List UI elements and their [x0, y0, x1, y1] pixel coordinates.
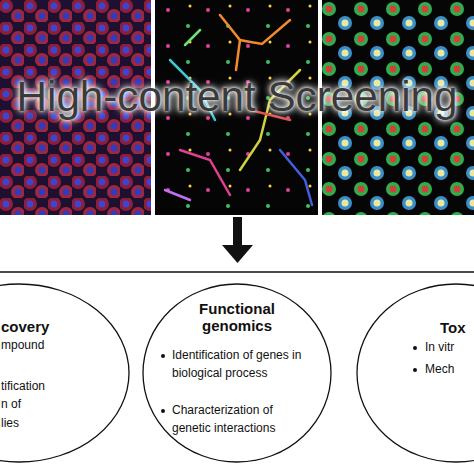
bullet-text: In vitr [425, 339, 454, 357]
application-ellipse: Functional genomicsIdentification of gen… [142, 283, 332, 463]
ellipse-outline [0, 284, 129, 462]
down-arrow [233, 217, 242, 247]
area-heading: Tox [440, 319, 466, 336]
area-heading: Functional genomics [172, 300, 302, 334]
ellipse-outline [357, 284, 474, 462]
down-arrow [222, 245, 253, 263]
application-ellipse: Tox In vitrMech [356, 283, 474, 463]
bullet-dot [161, 409, 165, 413]
screening-title: High-content Screening [0, 74, 474, 120]
bullet-text: lies [1, 415, 19, 433]
application-ellipse: covery mpound tificationn oflies [0, 283, 130, 463]
bullet-text: n of [1, 396, 21, 414]
bullet-dot [161, 354, 165, 358]
bullet-dot [413, 368, 417, 372]
bullet-text: Identification of genes in biological pr… [172, 347, 304, 382]
bullet-text: Mech [425, 361, 454, 379]
area-heading: covery [1, 318, 49, 335]
ellipse-outline [143, 284, 331, 462]
ellipse-outline [356, 283, 474, 463]
bullet-text: Characterization of genetic interactions [172, 402, 304, 437]
bullet-text: mpound [1, 337, 44, 355]
ellipse-outline [0, 283, 130, 463]
bullet-text: tification [1, 378, 45, 396]
bullet-dot [413, 346, 417, 350]
